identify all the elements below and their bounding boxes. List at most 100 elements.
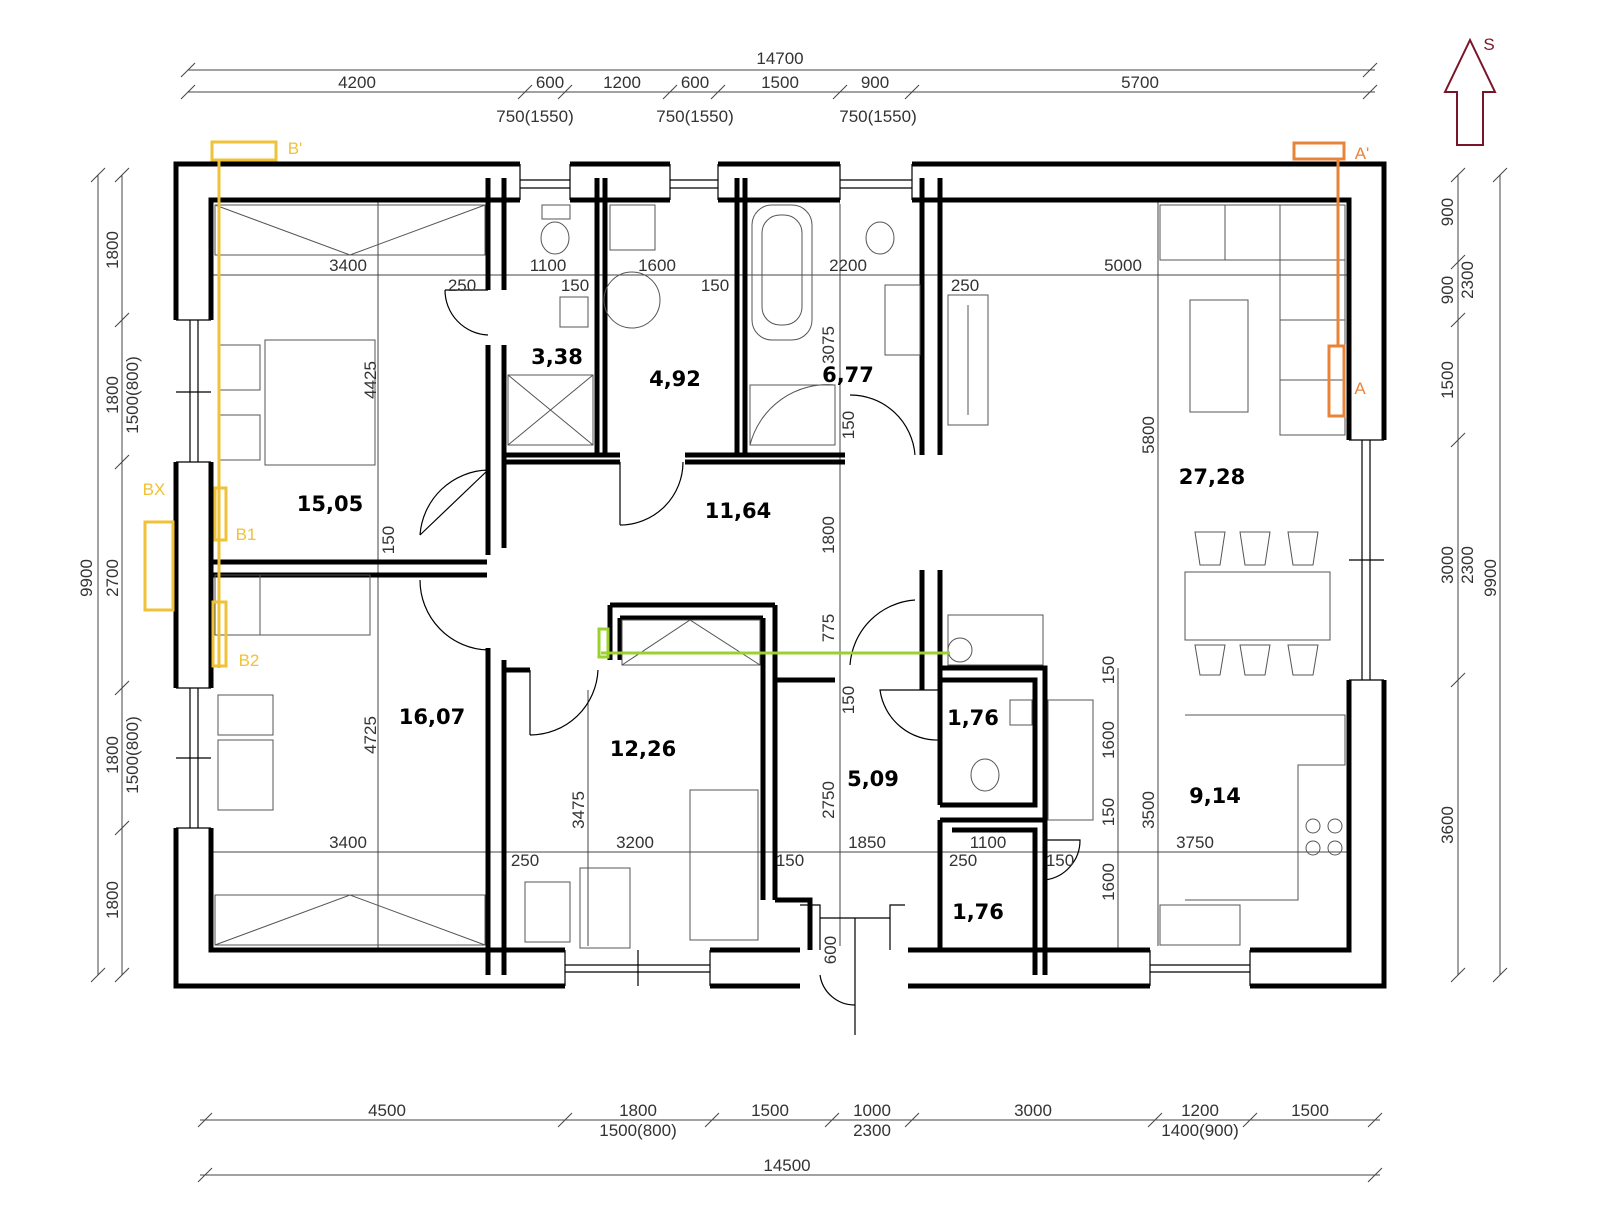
dimension-interior: 150	[839, 686, 858, 714]
dimension-interior: 150	[1099, 656, 1118, 684]
dimension-interior: 1100	[530, 256, 567, 275]
dimension-right: 900	[1438, 198, 1457, 226]
dimension-right: 900	[1438, 276, 1457, 304]
dimension-left: 1800	[103, 376, 122, 414]
dimension-interior: 3475	[569, 791, 588, 829]
dimension-interior: 3400	[329, 833, 367, 852]
dimension-tick	[114, 312, 130, 328]
dimension-tick	[90, 167, 106, 183]
dimension-tick	[1492, 167, 1508, 183]
room-area-label: 1,76	[952, 900, 1004, 924]
dimension-tick	[90, 967, 106, 983]
dimension-bottom: 3000	[1014, 1101, 1052, 1120]
room-area-label: 16,07	[399, 705, 465, 729]
dimension-tick	[1362, 62, 1378, 78]
dimension-interior: 5800	[1139, 416, 1158, 454]
dimension-interior: 5000	[1104, 256, 1142, 275]
dimension-top: 1500	[761, 73, 799, 92]
dimension-interior: 600	[821, 936, 840, 964]
dimension-interior: 250	[949, 851, 977, 870]
room-area-label: 6,77	[822, 363, 874, 387]
dimension-top: 600	[681, 73, 709, 92]
dimension-top: 750(1550)	[496, 107, 574, 126]
dimension-right: 3000	[1438, 546, 1457, 584]
dimension-interior: 4725	[361, 716, 380, 754]
dimension-tick	[557, 84, 573, 100]
dimension-bottom: 1800	[619, 1101, 657, 1120]
dimension-tick	[710, 84, 726, 100]
dimension-top: 1200	[603, 73, 641, 92]
wardrobe	[214, 204, 486, 256]
room-area-label: 15,05	[297, 492, 363, 516]
bed	[264, 339, 376, 466]
dimension-interior: 3075	[819, 326, 838, 364]
dimension-interior: 3500	[1139, 791, 1158, 829]
dimension-left: 1800	[103, 736, 122, 774]
room-area-label: 11,64	[705, 499, 771, 523]
dimension-interior: 250	[511, 851, 539, 870]
dimension-tick	[180, 62, 196, 78]
dimension-tick	[904, 84, 920, 100]
dimension-interior: 1600	[638, 256, 676, 275]
room-area-label: 12,26	[610, 737, 676, 761]
dimension-tick	[1367, 1167, 1383, 1183]
dimension-tick	[197, 1112, 213, 1128]
dimension-tick	[1450, 432, 1466, 448]
dimension-interior: 1800	[819, 516, 838, 554]
dimension-tick	[1242, 1112, 1258, 1128]
dimension-bottom: 1400(900)	[1161, 1121, 1239, 1140]
dimension-tick	[180, 84, 196, 100]
dimension-interior: 150	[379, 526, 398, 554]
dimension-bottom: 1200	[1181, 1101, 1219, 1120]
dimension-top: 5700	[1121, 73, 1159, 92]
dimension-top: 900	[861, 73, 889, 92]
dimension-left: 1800	[103, 231, 122, 269]
dimension-interior: 1850	[848, 833, 886, 852]
dimension-tick	[1450, 167, 1466, 183]
dimension-tick	[114, 820, 130, 836]
dimension-interior: 3750	[1176, 833, 1214, 852]
dimension-bottom: 2300	[853, 1121, 891, 1140]
section-marker-bx: BX	[143, 480, 166, 499]
dimension-tick	[1492, 967, 1508, 983]
dimension-tick	[557, 1112, 573, 1128]
dimension-interior: 2200	[829, 256, 867, 275]
room-area-label: 9,14	[1189, 784, 1241, 808]
dimension-tick	[1450, 967, 1466, 983]
dimension-right: 3600	[1438, 806, 1457, 844]
dimension-tick	[517, 84, 533, 100]
dimension-tick	[1450, 254, 1466, 270]
dimension-top: 4200	[338, 73, 376, 92]
dimension-interior: 150	[1046, 851, 1074, 870]
dimension-top: 750(1550)	[656, 107, 734, 126]
section-marker-b2: B2	[239, 651, 260, 670]
furniture	[214, 204, 1346, 949]
dimension-interior: 3400	[329, 256, 367, 275]
dimension-interior: 4425	[361, 361, 380, 399]
dimension-bottom: 1000	[853, 1101, 891, 1120]
section-marker-a-prime: A'	[1355, 144, 1370, 163]
dimension-tick	[114, 167, 130, 183]
room-area-label: 5,09	[847, 767, 899, 791]
dimension-right: 2300	[1458, 546, 1477, 584]
dimension-tick	[114, 680, 130, 696]
dimension-bottom: 14500	[763, 1156, 810, 1175]
section-markers	[143, 140, 1346, 668]
dimension-interior: 775	[819, 614, 838, 642]
dimension-left: 1800	[103, 881, 122, 919]
dimension-tick	[1147, 1112, 1163, 1128]
dimension-bottom: 1500	[751, 1101, 789, 1120]
dimension-interior: 150	[1099, 798, 1118, 826]
dimension-interior: 2750	[819, 781, 838, 819]
walls	[172, 160, 1389, 1035]
dimension-interior: 150	[701, 276, 729, 295]
room-area-label: 4,92	[649, 367, 701, 391]
dimension-tick	[662, 84, 678, 100]
dimension-bottom: 1500(800)	[599, 1121, 677, 1140]
dimension-bottom: 1500	[1291, 1101, 1329, 1120]
dimension-interior: 1600	[1099, 721, 1118, 759]
dimension-tick	[832, 84, 848, 100]
room-area-label: 1,76	[947, 706, 999, 730]
dimension-interior: 250	[448, 276, 476, 295]
room-area-label: 27,28	[1179, 465, 1245, 489]
